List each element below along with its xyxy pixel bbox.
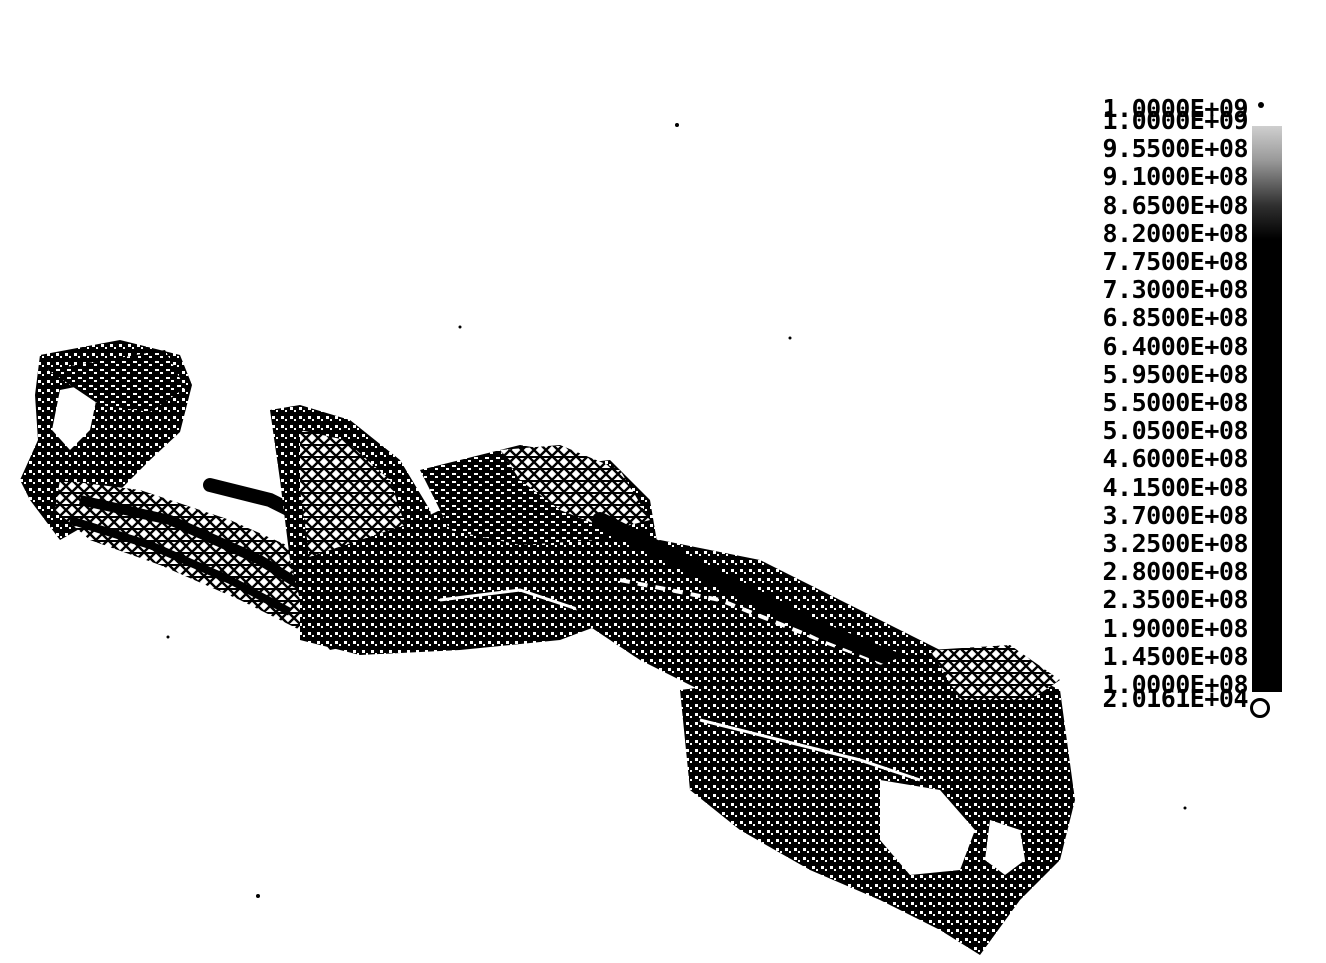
legend-label: 7.7500E+08: [1102, 247, 1248, 276]
legend-label: 2.8000E+08: [1102, 557, 1248, 587]
legend-label: 4.6000E+08: [1102, 444, 1248, 474]
legend-label: 8.6500E+08: [1102, 190, 1248, 220]
legend-label: 1.0000E+09: [1102, 94, 1248, 123]
legend-label: 1.0000E+08: [1102, 670, 1248, 699]
legend-max-marker: [1258, 102, 1264, 108]
rear-assembly: [680, 645, 1075, 955]
legend-label: 1.9000E+08: [1102, 613, 1248, 643]
legend-label: 5.5000E+08: [1102, 388, 1248, 417]
legend-label: 2.3500E+08: [1102, 585, 1248, 615]
legend-label: 6.4000E+08: [1102, 331, 1248, 361]
legend-label: 3.2500E+08: [1102, 529, 1248, 558]
noise-specks: [166, 123, 1187, 898]
central-body: [300, 445, 660, 655]
legend-color-bar: [1252, 126, 1282, 692]
legend-label: 5.9500E+08: [1102, 359, 1248, 389]
legend-label: 3.7000E+08: [1102, 500, 1248, 530]
legend-label: 1.0000E+09: [1102, 106, 1248, 135]
legend-label: 5.0500E+08: [1102, 416, 1248, 446]
legend-label: 7.3000E+08: [1102, 275, 1248, 305]
legend-label: 6.8500E+08: [1102, 303, 1248, 333]
legend-min-marker: [1250, 698, 1270, 718]
legend-label: 4.1500E+08: [1102, 472, 1248, 502]
legend-label: 9.1000E+08: [1102, 162, 1248, 192]
legend-label: 1.4500E+08: [1102, 641, 1248, 671]
legend-label: 2.0161E+04: [1102, 684, 1248, 714]
legend-label: 8.2000E+08: [1102, 218, 1248, 248]
legend-label: 9.5500E+08: [1102, 134, 1248, 164]
